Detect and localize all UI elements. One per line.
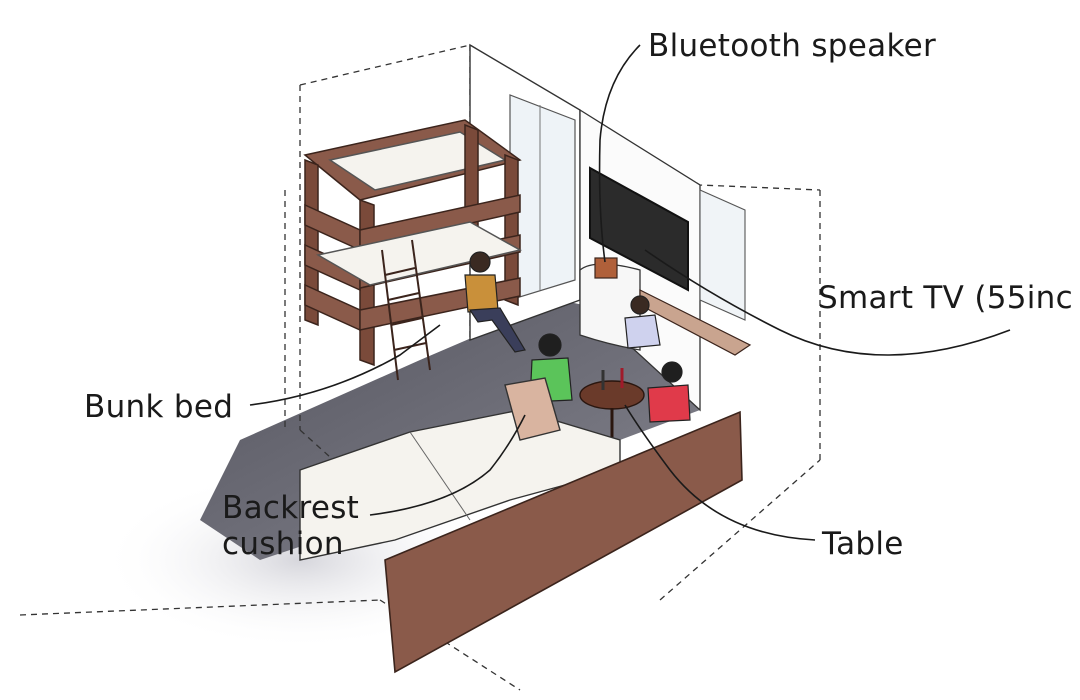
leader-cushion — [369, 414, 526, 516]
label-table-text: Table — [822, 526, 904, 562]
label-smart-tv: Smart TV (55inc — [818, 280, 1073, 316]
label-smart-tv-text: Smart TV (55inc — [818, 280, 1073, 316]
label-bluetooth-speaker: Bluetooth speaker — [648, 28, 936, 64]
smart-tv-screen — [589, 166, 689, 292]
leader-bunk — [249, 324, 441, 406]
label-bunk-bed: Bunk bed — [84, 389, 233, 425]
sofa-bed — [299, 377, 621, 561]
side-window — [699, 189, 746, 321]
sofa-frame — [384, 410, 743, 674]
label-backrest-line2: cushion — [222, 526, 344, 562]
bluetooth-speaker-box — [594, 257, 618, 279]
table — [579, 368, 645, 440]
leader-table — [624, 404, 816, 541]
label-bluetooth-speaker-text: Bluetooth speaker — [648, 28, 937, 64]
leader-lines — [249, 44, 1011, 541]
label-backrest-cushion: Backrest cushion — [222, 490, 359, 562]
label-backrest-line1: Backrest — [222, 490, 360, 526]
leader-speaker — [598, 44, 641, 263]
leader-tv — [644, 249, 1011, 356]
counter — [579, 257, 641, 351]
backrest-cushion-shape — [504, 377, 561, 441]
label-table: Table — [822, 526, 904, 562]
label-bunk-bed-text: Bunk bed — [84, 389, 234, 425]
